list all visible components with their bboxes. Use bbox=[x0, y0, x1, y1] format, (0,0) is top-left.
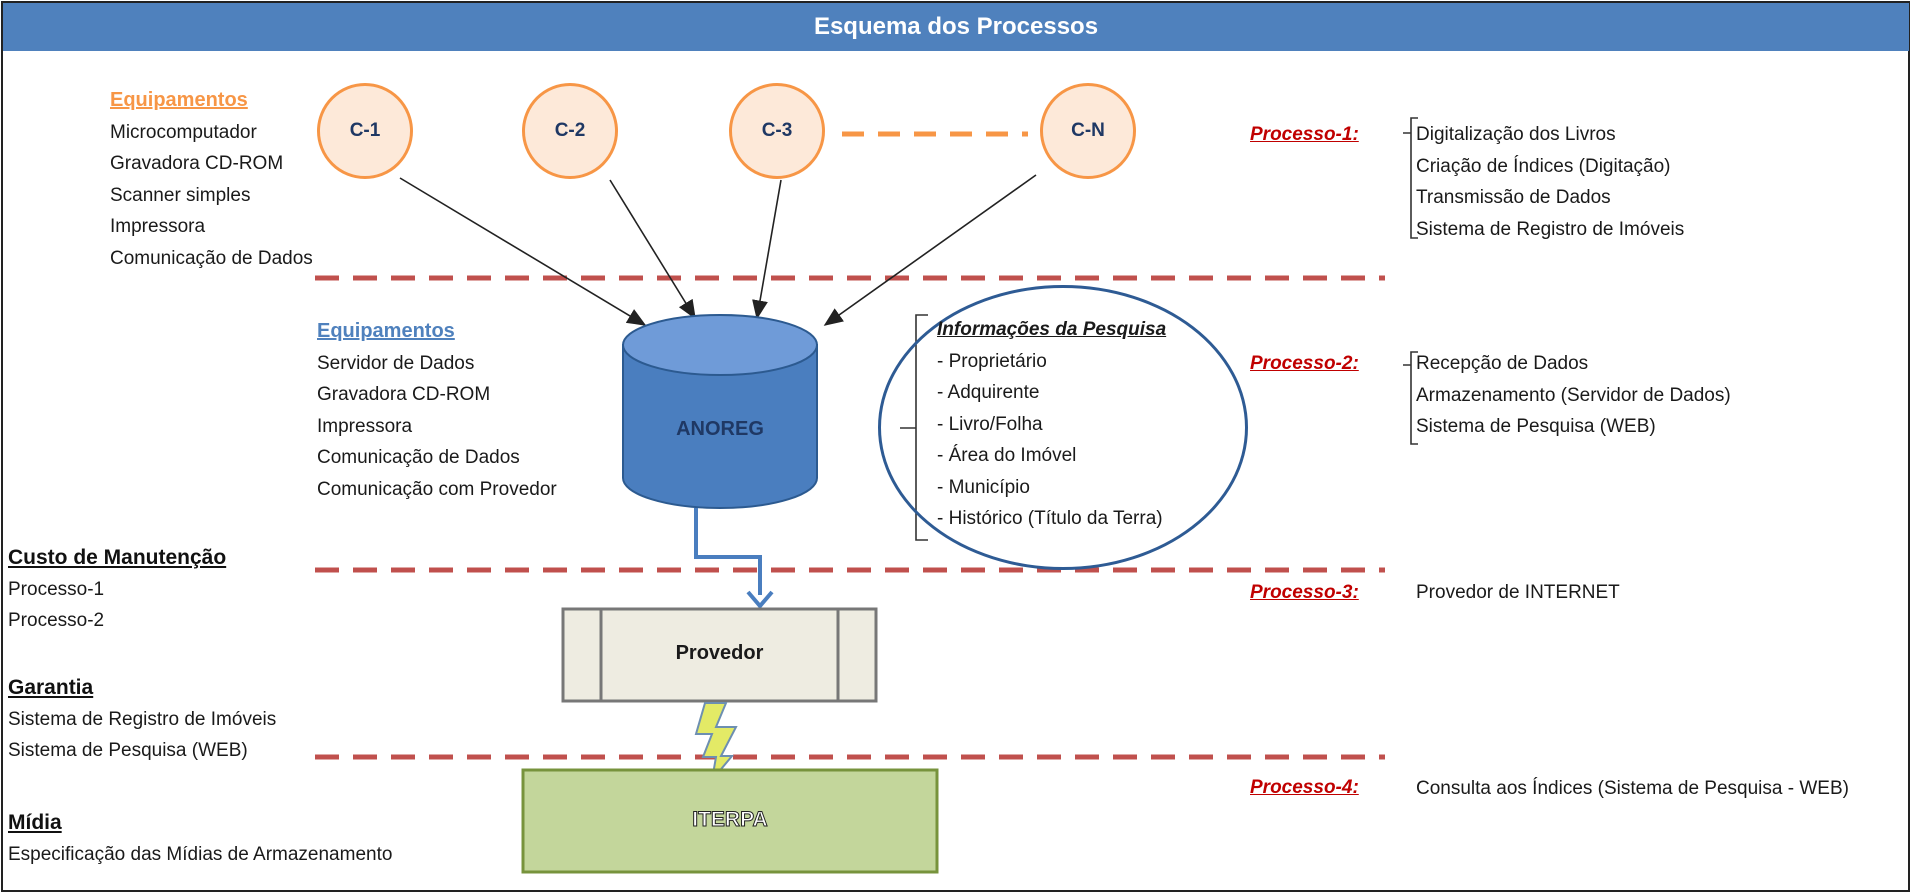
search-info-item: - Proprietário bbox=[937, 350, 1047, 372]
equipment-list-clients: Equipamentos Microcomputador Gravadora C… bbox=[110, 85, 313, 274]
search-info-item: - Área do Imóvel bbox=[937, 445, 1077, 466]
equipment-item: Impressora bbox=[317, 415, 413, 437]
maintenance-cost-section: Custo de Manutenção Processo-1 Processo-… bbox=[8, 542, 226, 637]
warranty-section: Garantia Sistema de Registro de Imóveis … bbox=[8, 672, 276, 767]
process-3-items: Provedor de INTERNET bbox=[1416, 577, 1620, 609]
database-label: ANOREG bbox=[676, 418, 764, 440]
process-item: Consulta aos Índices (Sistema de Pesquis… bbox=[1416, 778, 1849, 799]
arrow-c2-db bbox=[609, 179, 696, 320]
equipment-item: Scanner simples bbox=[110, 184, 251, 206]
process-2-items: Recepção de Dados Armazenamento (Servido… bbox=[1416, 348, 1731, 443]
equipment-item: Gravadora CD-ROM bbox=[110, 153, 284, 174]
search-info-circle bbox=[878, 285, 1248, 570]
process-2-bracket bbox=[1403, 351, 1418, 445]
process-3-label: Processo-3: bbox=[1250, 582, 1359, 603]
lightning-icon bbox=[694, 702, 738, 784]
process-1-items: Digitalização dos Livros Criação de Índi… bbox=[1416, 119, 1684, 245]
process-item: Sistema de Registro de Imóveis bbox=[1416, 218, 1685, 240]
equipment-item: Comunicação com Provedor bbox=[317, 478, 557, 500]
client-node-c2: C-2 bbox=[522, 83, 618, 179]
process-item: Provedor de INTERNET bbox=[1416, 582, 1620, 603]
client-node-c1: C-1 bbox=[317, 83, 413, 179]
process-item: Sistema de Pesquisa (WEB) bbox=[1416, 416, 1656, 437]
maintenance-cost-item: Processo-1 bbox=[8, 578, 105, 600]
process-item: Armazenamento (Servidor de Dados) bbox=[1416, 384, 1731, 406]
warranty-item: Sistema de Registro de Imóveis bbox=[8, 708, 277, 730]
process-item: Digitalização dos Livros bbox=[1416, 124, 1616, 145]
media-item: Especificação das Mídias de Armazenament… bbox=[8, 843, 393, 865]
provider-box bbox=[561, 607, 878, 703]
client-node-c3: C-3 bbox=[729, 83, 825, 179]
process-2-label: Processo-2: bbox=[1250, 353, 1359, 374]
equipment-item: Microcomputador bbox=[110, 121, 257, 143]
equipment-heading-clients: Equipamentos bbox=[110, 89, 248, 111]
equipment-item: Comunicação de Dados bbox=[317, 447, 520, 468]
process-1-bracket bbox=[1403, 117, 1418, 239]
warranty-heading: Garantia bbox=[8, 676, 94, 699]
arrow-c1-db bbox=[399, 177, 647, 326]
database-cylinder bbox=[622, 314, 818, 509]
process-item: Recepção de Dados bbox=[1416, 353, 1589, 374]
media-heading: Mídia bbox=[8, 811, 62, 834]
client-node-cn: C-N bbox=[1040, 83, 1136, 179]
arrow-cn-db bbox=[823, 174, 1037, 326]
equipment-item: Servidor de Dados bbox=[317, 352, 475, 374]
provider-label: Provedor bbox=[675, 642, 764, 664]
maintenance-cost-heading: Custo de Manutenção bbox=[8, 546, 227, 569]
equipment-list-server: Equipamentos Servidor de Dados Gravadora… bbox=[317, 316, 557, 505]
warranty-item: Sistema de Pesquisa (WEB) bbox=[8, 740, 248, 761]
equipment-item: Impressora bbox=[110, 216, 206, 237]
db-provider-connector bbox=[694, 508, 762, 595]
process-1-label: Processo-1: bbox=[1250, 124, 1359, 145]
media-section: Mídia Especificação das Mídias de Armaze… bbox=[8, 807, 392, 870]
search-info-item: - Livro/Folha bbox=[937, 413, 1043, 435]
maintenance-cost-item: Processo-2 bbox=[8, 610, 105, 631]
process-4-items: Consulta aos Índices (Sistema de Pesquis… bbox=[1416, 773, 1849, 805]
iterpa-box bbox=[521, 768, 939, 874]
search-info-list: Informações da Pesquisa - Proprietário -… bbox=[937, 314, 1166, 535]
diagram-title: Esquema dos Processos bbox=[3, 3, 1909, 51]
search-info-title: Informações da Pesquisa bbox=[937, 319, 1167, 340]
iterpa-label: ITERPA bbox=[692, 808, 768, 832]
arrow-c3-db bbox=[752, 179, 782, 320]
process-4-label: Processo-4: bbox=[1250, 777, 1359, 798]
search-info-item: - Município bbox=[937, 476, 1030, 498]
equipment-item: Comunicação de Dados bbox=[110, 247, 313, 269]
equipment-heading-server: Equipamentos bbox=[317, 320, 455, 342]
equipment-item: Gravadora CD-ROM bbox=[317, 384, 491, 405]
search-info-item: - Adquirente bbox=[937, 382, 1040, 403]
process-item: Transmissão de Dados bbox=[1416, 187, 1611, 208]
process-item: Criação de Índices (Digitação) bbox=[1416, 155, 1671, 177]
search-info-item: - Histórico (Título da Terra) bbox=[937, 508, 1163, 529]
